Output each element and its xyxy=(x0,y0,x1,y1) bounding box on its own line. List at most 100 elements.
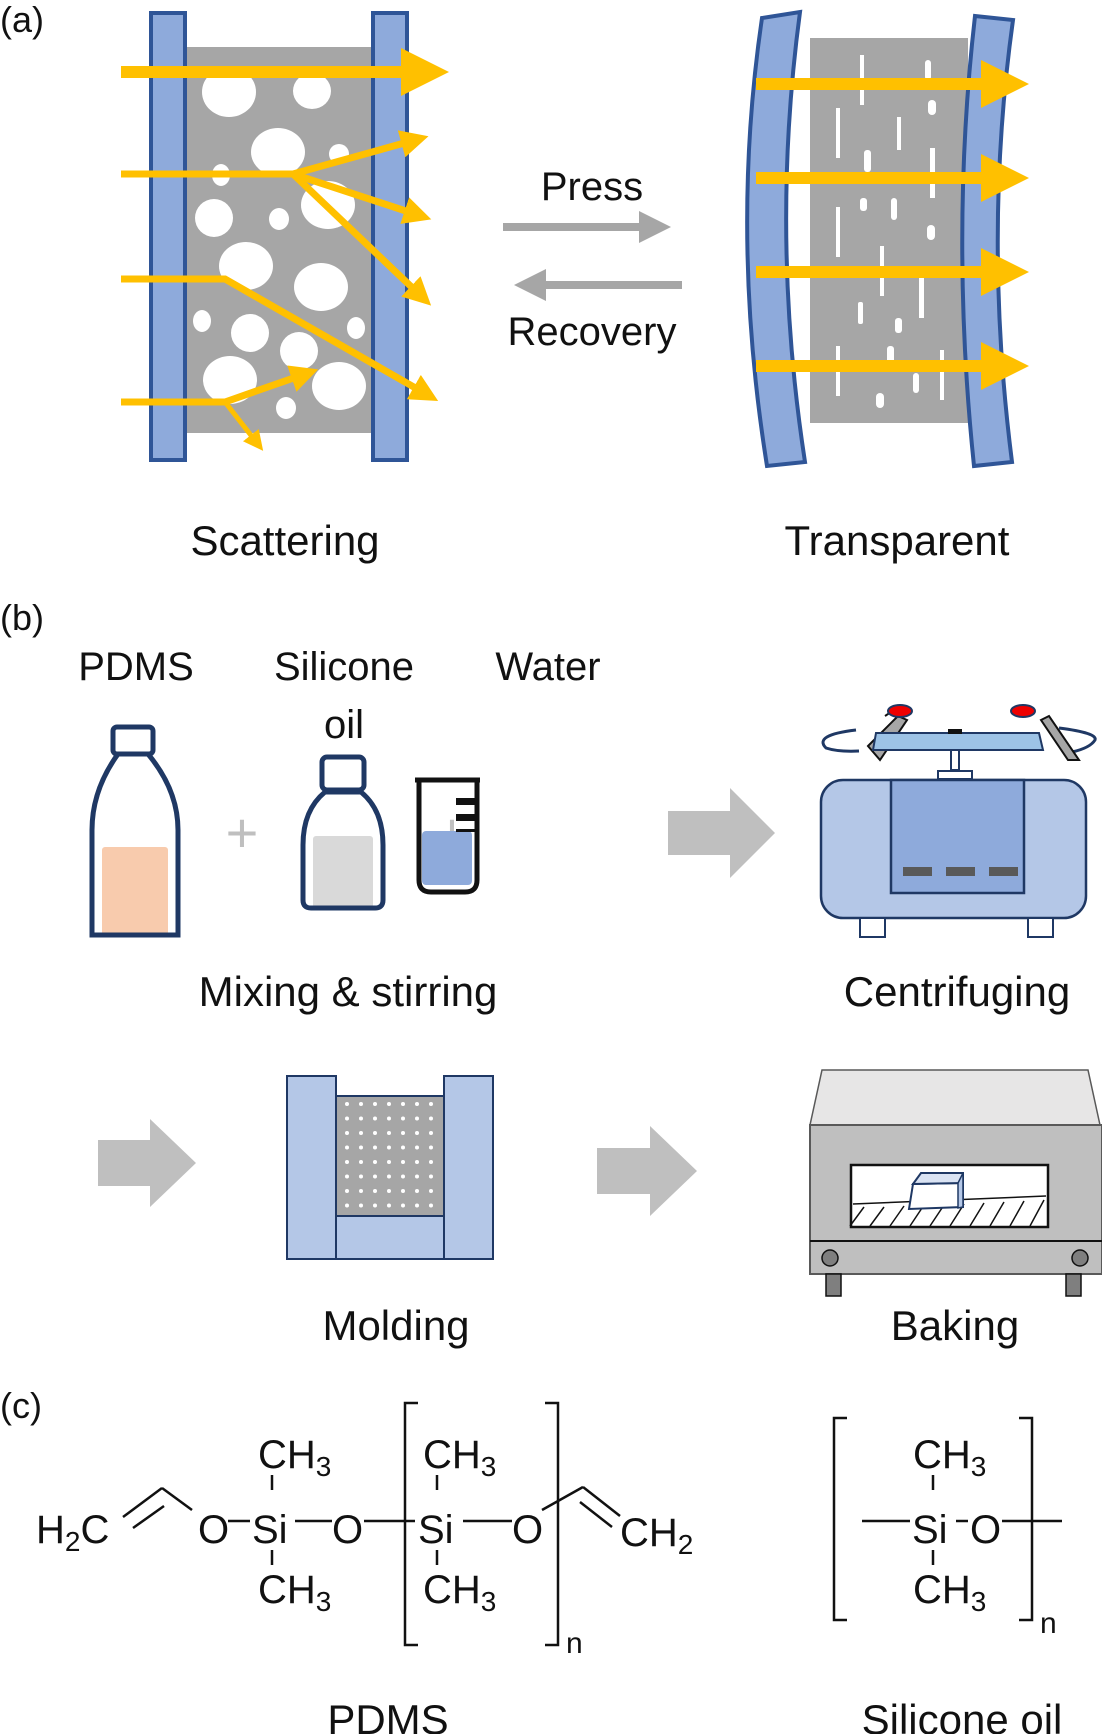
mold-pore-dot xyxy=(373,1203,377,1208)
mold-pore-dot xyxy=(359,1145,363,1150)
oven-icon xyxy=(809,1069,1102,1297)
methyl-group: CH3 xyxy=(913,1433,986,1482)
mold-pore-dots xyxy=(345,1102,433,1208)
mold-pore-dot xyxy=(373,1102,377,1106)
mold-pore-dot xyxy=(415,1203,419,1208)
left-bracket xyxy=(832,1416,847,1622)
left-bracket xyxy=(403,1401,418,1647)
press-recovery-arrows: Press Recovery xyxy=(503,165,682,354)
panel-a-label: (a) xyxy=(0,0,44,40)
water-ingredient-label: Water xyxy=(495,645,600,689)
mold-pore-dot xyxy=(345,1189,349,1193)
mold-pore-dot xyxy=(359,1189,363,1193)
silicone-oil-bottle-icon xyxy=(300,754,386,911)
scattering-caption: Scattering xyxy=(190,517,379,564)
atom-si: Si xyxy=(912,1508,948,1552)
mold-pore-dot xyxy=(429,1131,433,1135)
mold-pore-dot xyxy=(345,1174,349,1179)
mold-pore-dot xyxy=(429,1203,433,1208)
mold-pore-dot xyxy=(345,1131,349,1135)
left-glass-plate xyxy=(149,11,187,462)
mold-pore-dot xyxy=(401,1160,405,1164)
mold-pore-dot xyxy=(401,1189,405,1193)
mold-pore-dot xyxy=(359,1131,363,1135)
atom-si: Si xyxy=(418,1508,454,1552)
press-label: Press xyxy=(541,165,643,209)
mold-pore-dot xyxy=(345,1203,349,1208)
centrifuge-icon xyxy=(819,704,1097,938)
mold-pore-dot xyxy=(373,1116,377,1121)
vinyl-end-left: H2C xyxy=(36,1508,109,1557)
mold-pore-dot xyxy=(415,1131,419,1135)
silicone-ingredient-label: Silicone xyxy=(274,645,414,689)
silicone-oil-structure: Si O CH3 CH3 n xyxy=(832,1416,1062,1640)
mold-pore-dot xyxy=(387,1174,391,1179)
right-bracket xyxy=(1019,1416,1034,1622)
mold-pore-dot xyxy=(387,1160,391,1164)
mold-pore-dot xyxy=(387,1189,391,1193)
mold-pore-dot xyxy=(373,1189,377,1193)
methyl-group: CH3 xyxy=(258,1568,331,1617)
mold-pore-dot xyxy=(401,1102,405,1106)
recovery-label: Recovery xyxy=(508,310,677,354)
process-arrow-icon xyxy=(668,788,775,878)
mold-pore-dot xyxy=(415,1102,419,1106)
mold-pore-dot xyxy=(387,1203,391,1208)
water-beaker-icon xyxy=(415,777,480,895)
panel-b: (b) PDMS Silicone oil Water + + Mixing &… xyxy=(0,597,1102,1349)
atom-o: O xyxy=(198,1508,229,1552)
mold-pore-dot xyxy=(387,1102,391,1106)
scattered-light-rays xyxy=(121,48,449,451)
mold-pore-dot xyxy=(429,1160,433,1164)
panel-b-label: (b) xyxy=(0,597,44,638)
repeat-n: n xyxy=(1040,1607,1057,1640)
mold-pore-dot xyxy=(387,1145,391,1150)
mold-icon xyxy=(286,1075,494,1260)
methyl-group: CH3 xyxy=(423,1568,496,1617)
mold-pore-dot xyxy=(401,1174,405,1179)
mold-pore-dot xyxy=(373,1145,377,1150)
mold-pore-dot xyxy=(359,1174,363,1179)
repeat-n: n xyxy=(566,1627,583,1660)
mold-pore-dot xyxy=(345,1145,349,1150)
mold-pore-dot xyxy=(401,1131,405,1135)
atom-si: Si xyxy=(252,1508,288,1552)
mold-pore-dot xyxy=(401,1116,405,1121)
baking-step-label: Baking xyxy=(891,1302,1019,1349)
mold-pore-dot xyxy=(387,1131,391,1135)
panel-c-label: (c) xyxy=(0,1385,42,1426)
process-arrow-icon xyxy=(597,1126,697,1216)
panel-c: (c) H2C O Si O Si O CH2 CH3 CH3 CH3 xyxy=(0,1385,1062,1734)
right-glass-plate xyxy=(371,11,409,462)
mold-pore-dot xyxy=(429,1116,433,1121)
left-curved-glass-plate xyxy=(745,9,808,469)
pores xyxy=(193,67,366,419)
process-arrow-icon xyxy=(98,1119,196,1207)
transmitted-light-rays xyxy=(756,60,1029,390)
mold-pore-dot xyxy=(415,1145,419,1150)
mold-pore-dot xyxy=(359,1160,363,1164)
scattering-sample xyxy=(121,11,449,462)
pdms-bottle-icon xyxy=(89,724,181,938)
methyl-group: CH3 xyxy=(913,1568,986,1617)
mold-pore-dot xyxy=(429,1145,433,1150)
pdms-structure: H2C O Si O Si O CH2 CH3 CH3 CH3 CH3 xyxy=(36,1401,693,1660)
mold-pore-dot xyxy=(429,1102,433,1106)
mold-pore-dot xyxy=(345,1102,349,1106)
vinyl-end-right: CH2 xyxy=(620,1511,693,1560)
silicone-oil-caption: Silicone oil xyxy=(862,1696,1063,1734)
mold-pore-dot xyxy=(345,1160,349,1164)
centrifuging-step-label: Centrifuging xyxy=(844,968,1070,1015)
oil-ingredient-label: oil xyxy=(324,703,364,747)
methyl-group: CH3 xyxy=(258,1433,331,1482)
right-bracket xyxy=(545,1401,560,1647)
panel-a: (a) xyxy=(0,0,1029,564)
mold-pore-dot xyxy=(359,1203,363,1208)
pdms-ingredient-label: PDMS xyxy=(78,645,194,689)
mold-pore-dot xyxy=(359,1102,363,1106)
mold-pore-dot xyxy=(359,1116,363,1121)
mold-pore-dot xyxy=(429,1174,433,1179)
mold-pore-dot xyxy=(401,1203,405,1208)
plus-sign: + xyxy=(226,801,259,864)
